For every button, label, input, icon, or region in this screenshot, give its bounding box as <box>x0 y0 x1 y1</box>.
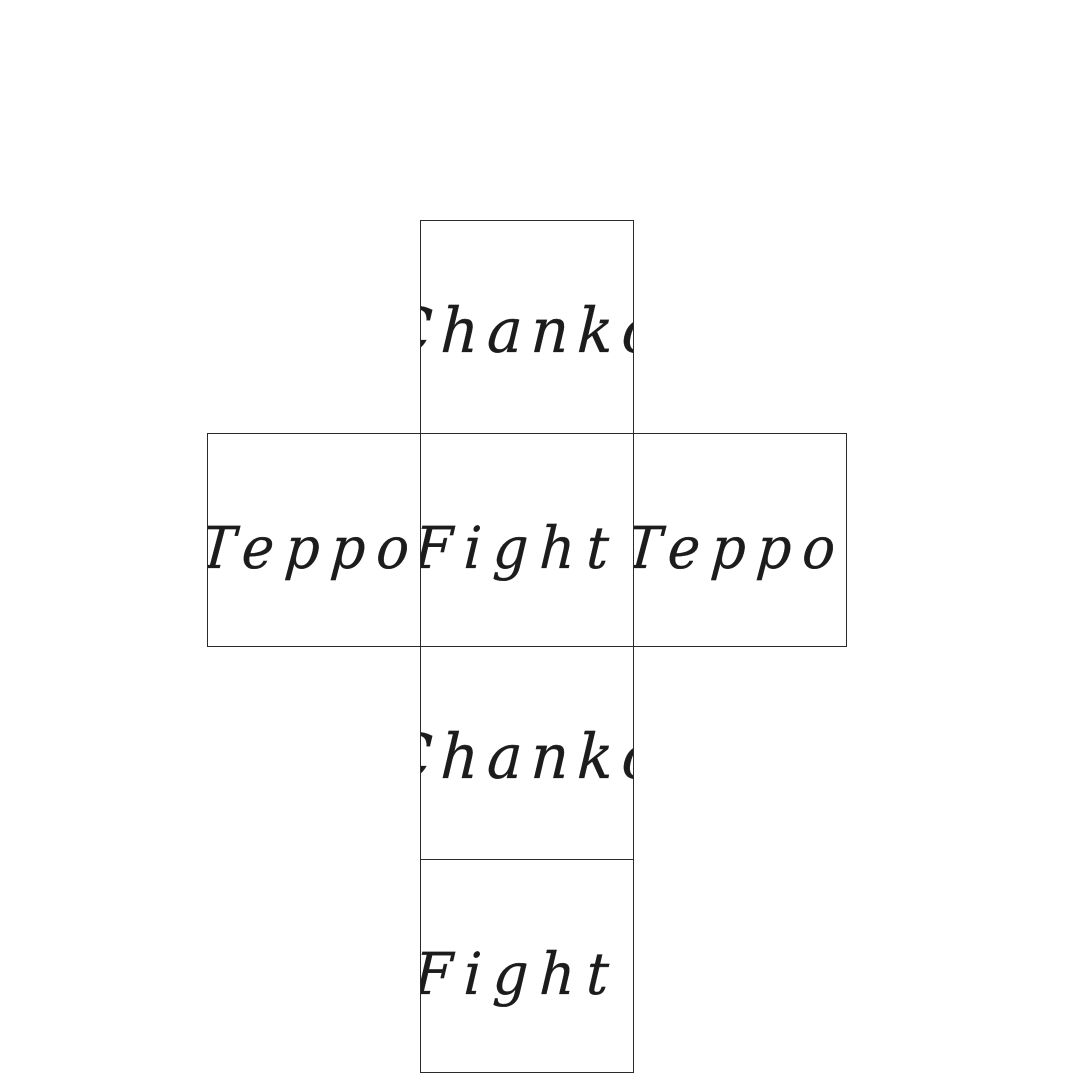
cube-face-lower: Chanko <box>420 646 634 860</box>
face-label-top: Chanko <box>420 294 634 367</box>
face-label-bottom: Fight <box>420 940 622 1008</box>
face-label-right: Teppo <box>633 514 847 582</box>
face-label-center: Fight <box>420 514 622 582</box>
cube-face-top: Chanko <box>420 220 634 434</box>
cube-face-bottom: Fight <box>420 859 634 1073</box>
cube-face-left: Teppo <box>207 433 421 647</box>
face-label-left: Teppo <box>207 514 421 582</box>
face-label-lower: Chanko <box>420 720 634 793</box>
cube-face-right: Teppo <box>633 433 847 647</box>
cube-face-center: Fight <box>420 433 634 647</box>
